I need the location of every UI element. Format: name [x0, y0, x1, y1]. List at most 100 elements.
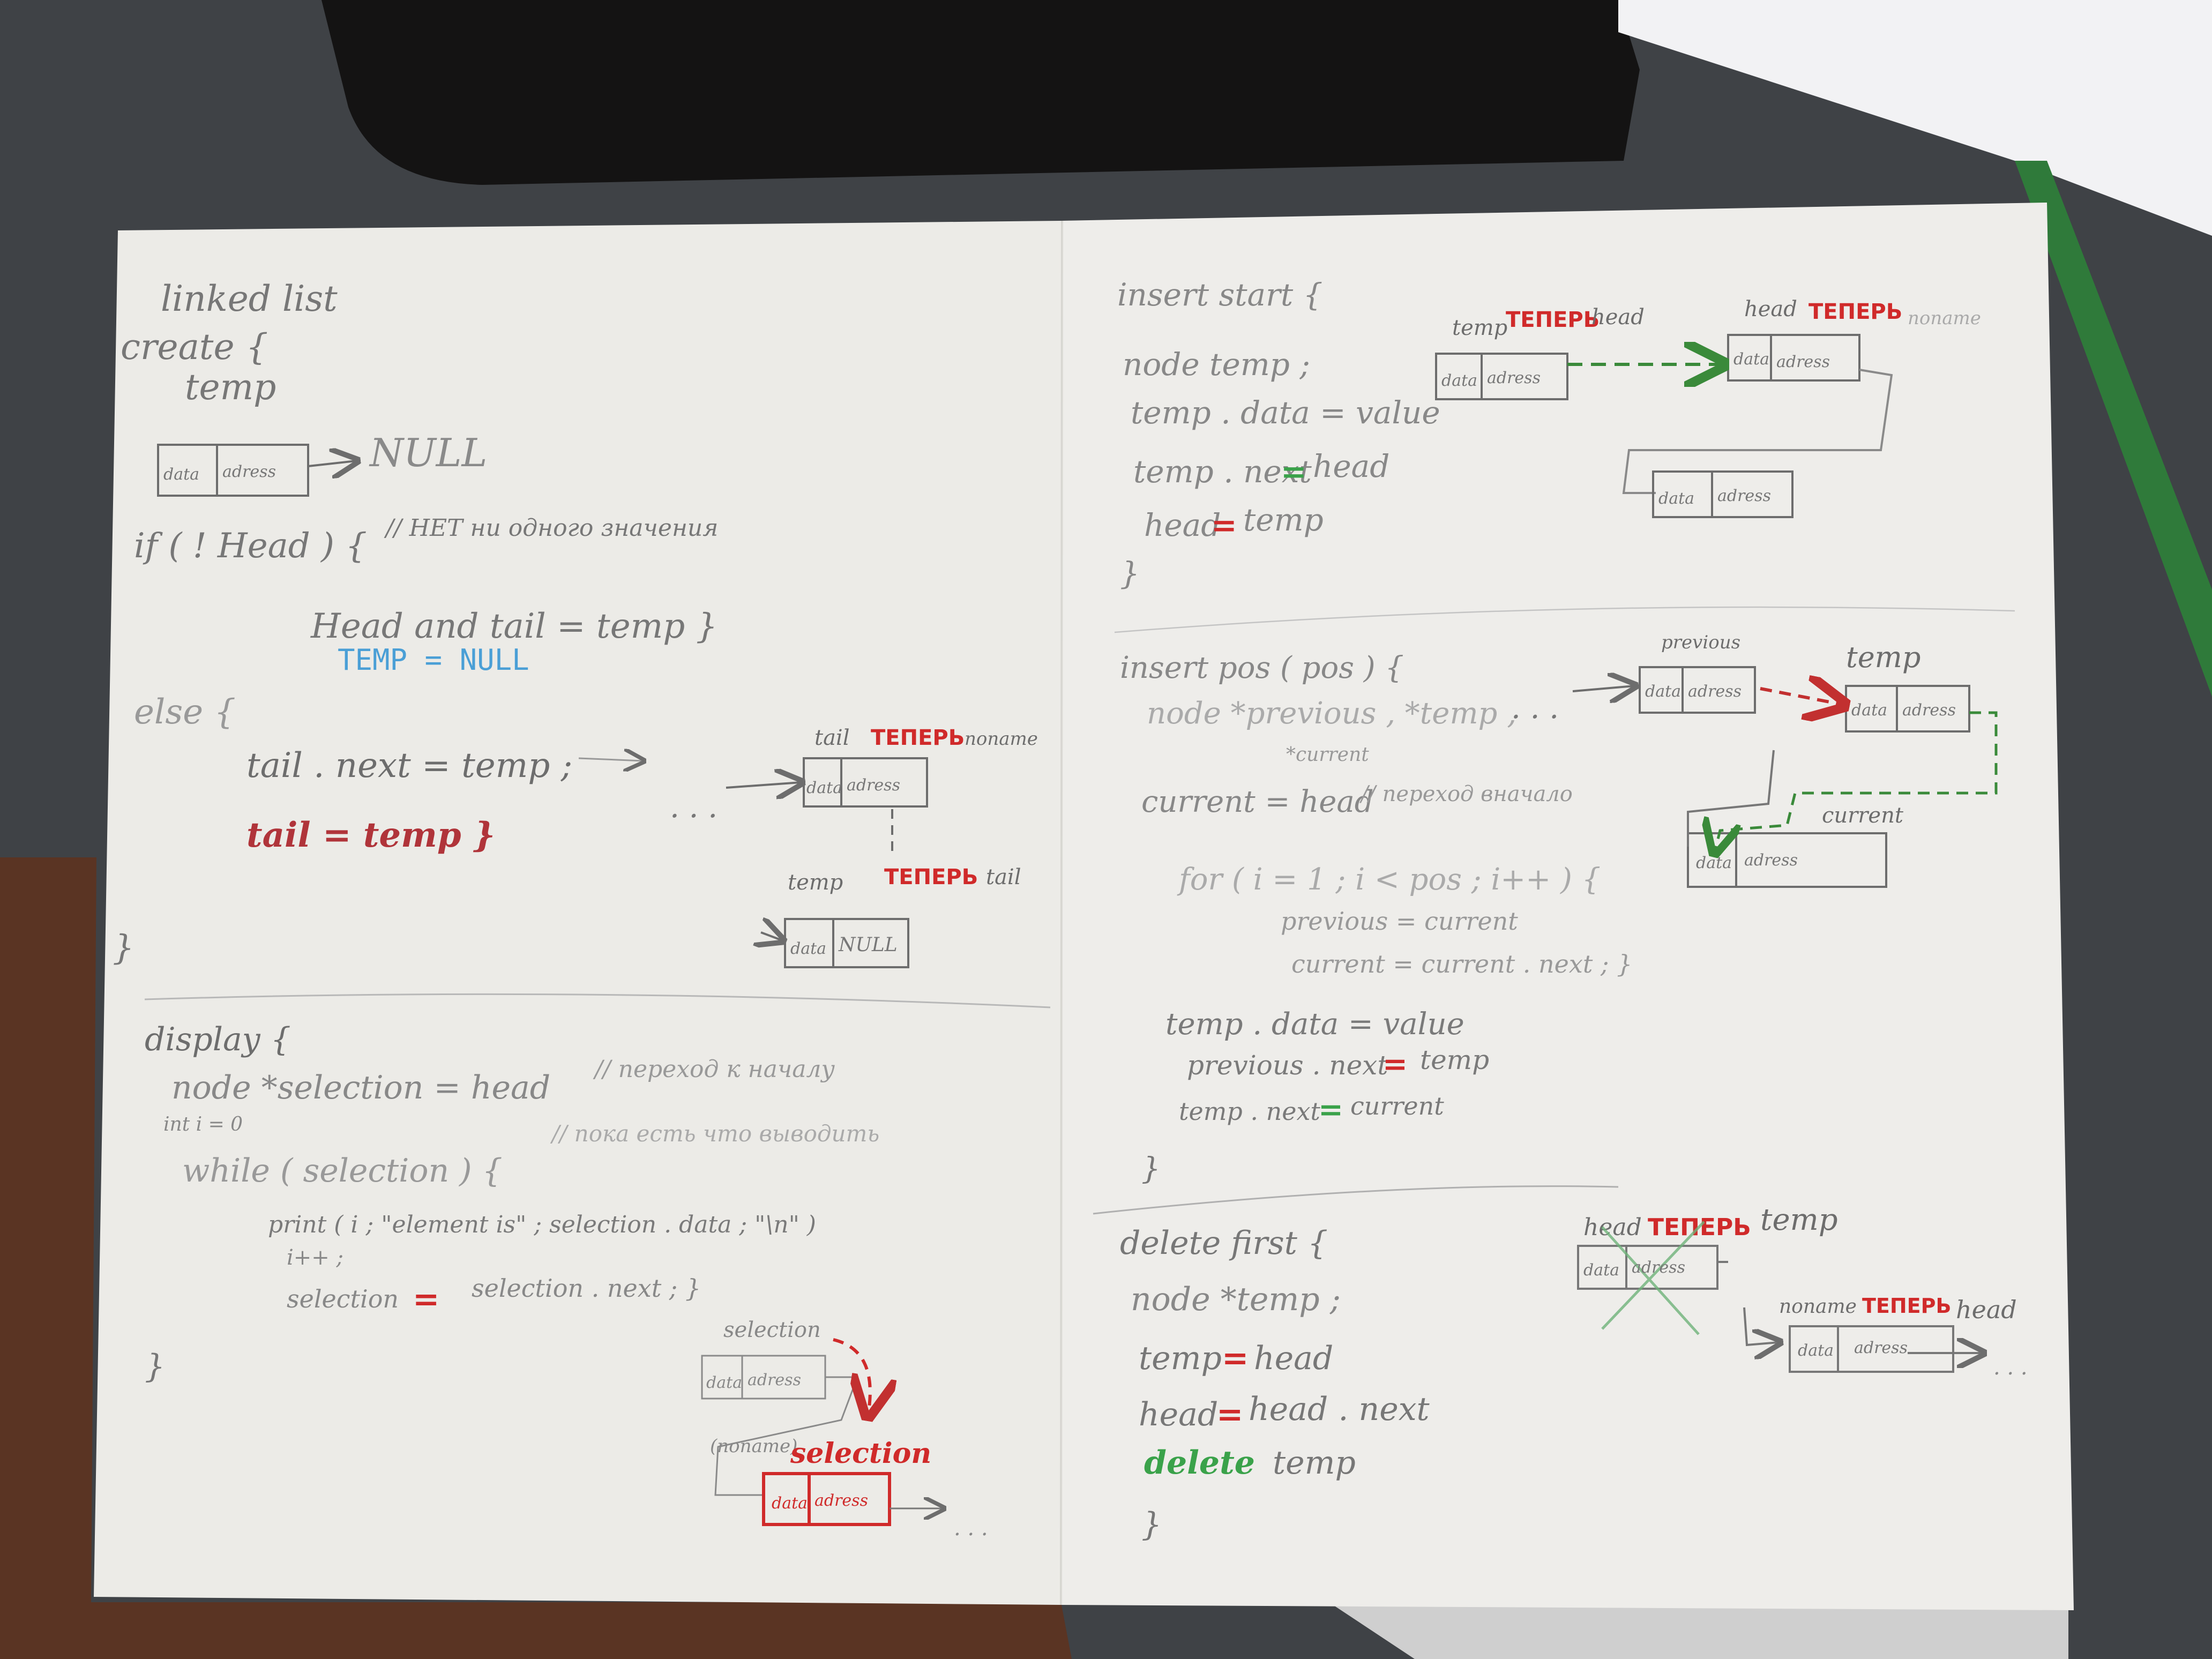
display-line6-b: selection . next ; } [472, 1274, 701, 1303]
display-line4: print ( i ; "element is" ; selection . d… [268, 1211, 816, 1238]
ip-previous-to-temp-arrow [1760, 689, 1843, 705]
tail-noname-label: noname [965, 728, 1038, 750]
df-line3-b: head . next [1249, 1391, 1430, 1428]
ip-line8-a: temp . next [1179, 1097, 1320, 1126]
selection-red-addr: adress [814, 1491, 868, 1510]
noname-label: (noname) [710, 1436, 797, 1457]
df-noname-label: noname [1779, 1296, 1857, 1318]
insert-start-line2: temp . data = value [1131, 394, 1440, 431]
ip-prev-addr: adress [1688, 682, 1742, 701]
is-head-now: ТЕПЕРЬ [1809, 300, 1902, 324]
selection-top-data: data [706, 1373, 742, 1392]
selection-red-label: selection [790, 1437, 931, 1470]
selection-top-label: selection [723, 1318, 821, 1342]
ip-prev-data: data [1645, 682, 1681, 701]
tail-label: tail [814, 726, 850, 750]
df-nodes [1577, 1245, 1983, 1373]
ip-line1b: *current [1286, 744, 1369, 766]
insert-start-line3-eq: = [1281, 453, 1307, 490]
ip-nodes [1572, 666, 1970, 888]
insert-start-line3-a: temp . next [1133, 453, 1312, 490]
is-node2-data: data [1733, 350, 1769, 369]
display-header: display { [145, 1021, 291, 1058]
white-sheet [1618, 0, 2212, 236]
ip-line3: for ( i = 1 ; i < pos ; i++ ) { [1177, 862, 1601, 897]
tail-next-line: tail . next = temp ; [246, 746, 572, 786]
temp-now-label: ТЕПЕРЬ [884, 865, 978, 890]
ip-line8-b: current [1350, 1092, 1444, 1120]
is-node3-addr: adress [1717, 487, 1771, 505]
if-line: if ( ! Head ) { [134, 526, 367, 566]
df-line2-a: temp [1139, 1340, 1222, 1377]
is-node1-addr: adress [1487, 369, 1541, 387]
create-close-brace: } [113, 928, 134, 968]
tail-node-data: data [806, 779, 842, 797]
temp-node-box [761, 919, 909, 968]
temp-null-text: TEMP = NULL [338, 643, 529, 677]
right-page-tint [1061, 203, 2074, 1610]
is-head-label: head [1744, 297, 1797, 322]
selection-dots: . . . [954, 1516, 988, 1541]
display-line6-a: selection [287, 1284, 399, 1313]
ip-line4: previous = current [1281, 907, 1518, 936]
ip-line7-b: temp [1420, 1044, 1489, 1075]
is-node3-data: data [1658, 489, 1694, 508]
head-tail-line: Head and tail = temp } [310, 607, 718, 646]
insert-start-line4-b: temp [1243, 502, 1324, 538]
laptop-object [322, 0, 1640, 185]
is-node2-addr: adress [1776, 353, 1830, 371]
df-head-label: head [1583, 1214, 1642, 1241]
ip-previous-label: previous [1661, 632, 1740, 653]
title-line-1: linked list [161, 278, 338, 319]
divider-right-top [1114, 606, 2015, 633]
ip-line1: node *previous , *temp , [1147, 696, 1516, 731]
tail-node-addr: adress [847, 776, 900, 795]
df-header: delete first { [1120, 1224, 1328, 1262]
temp-node-null: NULL [838, 934, 898, 956]
divider-left [144, 993, 1051, 1008]
display-close-brace: } [145, 1348, 165, 1385]
df-close: } [1141, 1506, 1162, 1543]
is-temp-label: temp [1452, 316, 1507, 340]
is-temp-suffix: head [1591, 305, 1645, 330]
ip-line2-comment: // переход вначало [1359, 782, 1573, 806]
title-line-2: create { [121, 326, 268, 368]
df-noname-suffix: head [1956, 1295, 2017, 1324]
ip-line6: temp . data = value [1165, 1007, 1464, 1042]
if-comment: // НЕТ ни одного значения [384, 514, 718, 542]
df-node2-addr: adress [1854, 1339, 1908, 1357]
create-null-label: NULL [369, 430, 487, 475]
temp-node-data: data [790, 939, 826, 958]
ip-temp-label: temp [1846, 640, 1920, 674]
create-node-data: data [163, 465, 199, 484]
df-node1-data: data [1583, 1261, 1619, 1280]
is-head-suffix: noname [1908, 308, 1981, 329]
ip-cur-data: data [1696, 854, 1732, 872]
df-line2-eq: = [1222, 1340, 1249, 1377]
df-head-suffix: temp [1760, 1202, 1838, 1237]
display-line2: int i = 0 [163, 1114, 243, 1135]
is-node1-data: data [1441, 371, 1477, 390]
ip-line5: current = current . next ; } [1291, 950, 1632, 978]
selection-red-data: data [772, 1494, 808, 1513]
display-line6-eq: = [413, 1281, 439, 1318]
df-node2-data: data [1798, 1341, 1834, 1360]
ip-temp-data: data [1851, 701, 1887, 720]
ip-line7-eq: = [1382, 1047, 1408, 1082]
tail-dots: . . . [670, 790, 718, 825]
create-node-addr: adress [222, 462, 276, 481]
ip-line8-eq: = [1318, 1092, 1343, 1127]
display-line3: while ( selection ) { [182, 1152, 503, 1190]
ip-dots: . . . [1511, 691, 1559, 726]
ip-temp-to-current-arrow [1715, 711, 1998, 852]
display-line1: node *selection = head [171, 1069, 550, 1107]
insert-start-line3-b: head [1313, 448, 1389, 484]
insert-start-line4-a: head [1144, 507, 1221, 543]
tail-temp-line: tail = temp } [246, 815, 495, 855]
display-line1-comment: // переход к началу [593, 1056, 835, 1083]
ip-temp-addr: adress [1902, 701, 1956, 720]
ip-cur-addr: adress [1744, 851, 1798, 870]
df-delete-cross [1601, 1221, 1705, 1335]
left-page-text: linked list create { temp [121, 278, 338, 408]
display-line3-comment: // пока есть что выводить [550, 1120, 879, 1147]
